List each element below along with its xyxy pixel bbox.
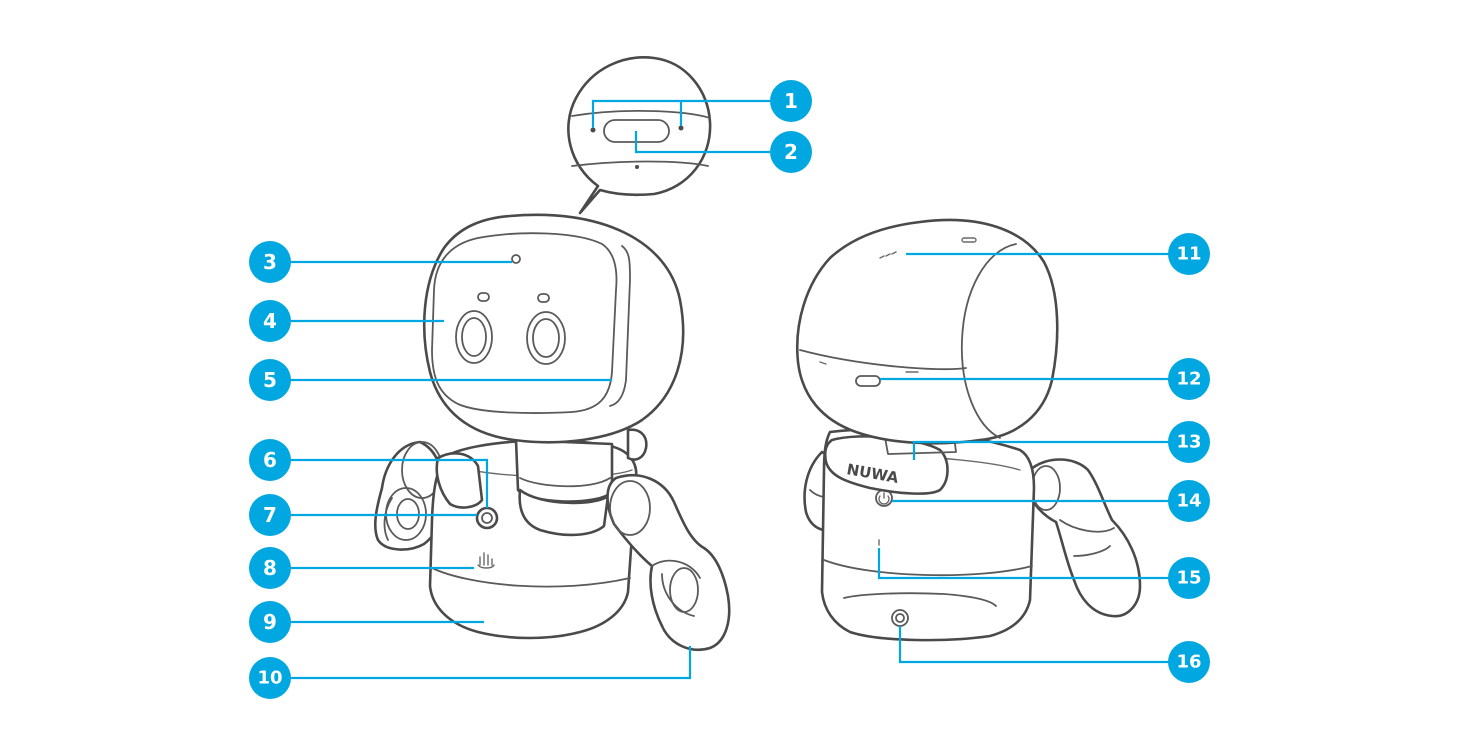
callout-badge-6: 6 [249,439,291,481]
callout-label-9: 9 [263,610,277,634]
leader-16 [898,626,1168,664]
callout-label-5: 5 [263,368,277,392]
callout-badge-14: 14 [1168,480,1210,522]
callout-badge-8: 8 [249,547,291,589]
front-robot-illustration [374,56,731,651]
callout-badge-4: 4 [249,300,291,342]
callout-leaders [290,99,1168,680]
callout-label-1: 1 [784,89,798,113]
callout-badge-16: 16 [1168,641,1210,683]
back-right-arm [1026,458,1142,618]
front-left-shoulder [435,452,484,509]
callout-badge-2: 2 [770,131,812,173]
leader-15 [877,548,1168,580]
callout-badge-3: 3 [249,241,291,283]
front-touch-sensor-icon [477,552,495,569]
front-neck-ring [518,488,610,537]
leader-13 [912,440,1168,460]
leader-2 [634,131,770,154]
back-robot-illustration: NUWA [796,218,1142,642]
callout-badges: 1 2 3 4 5 6 7 8 [249,80,1210,699]
callout-label-3: 3 [263,250,277,274]
callout-label-16: 16 [1176,652,1201,673]
callout-badge-12: 12 [1168,358,1210,400]
callout-badge-10: 10 [249,657,291,699]
callout-label-6: 6 [263,448,277,472]
callout-badge-9: 9 [249,601,291,643]
front-right-arm [606,473,731,651]
callout-label-8: 8 [263,556,277,580]
callout-label-11: 11 [1176,244,1201,265]
callout-badge-5: 5 [249,359,291,401]
callout-label-13: 13 [1176,432,1201,453]
callout-badge-15: 15 [1168,557,1210,599]
callout-label-2: 2 [784,140,798,164]
leader-1 [591,99,770,128]
callout-label-7: 7 [263,503,277,527]
callout-badge-11: 11 [1168,233,1210,275]
callout-label-14: 14 [1176,491,1201,512]
front-chest-button [475,506,499,530]
callout-badge-7: 7 [249,494,291,536]
back-head [796,218,1059,445]
callout-badge-1: 1 [770,80,812,122]
leader-6 [290,458,489,508]
front-head [422,213,685,444]
callout-label-4: 4 [263,309,277,333]
callout-label-15: 15 [1176,568,1201,589]
zoom-bubble [567,56,712,215]
callout-label-12: 12 [1176,369,1201,390]
callout-label-10: 10 [257,668,282,689]
leader-10 [290,646,692,680]
callout-badge-13: 13 [1168,421,1210,463]
back-handle: NUWA [823,431,957,495]
